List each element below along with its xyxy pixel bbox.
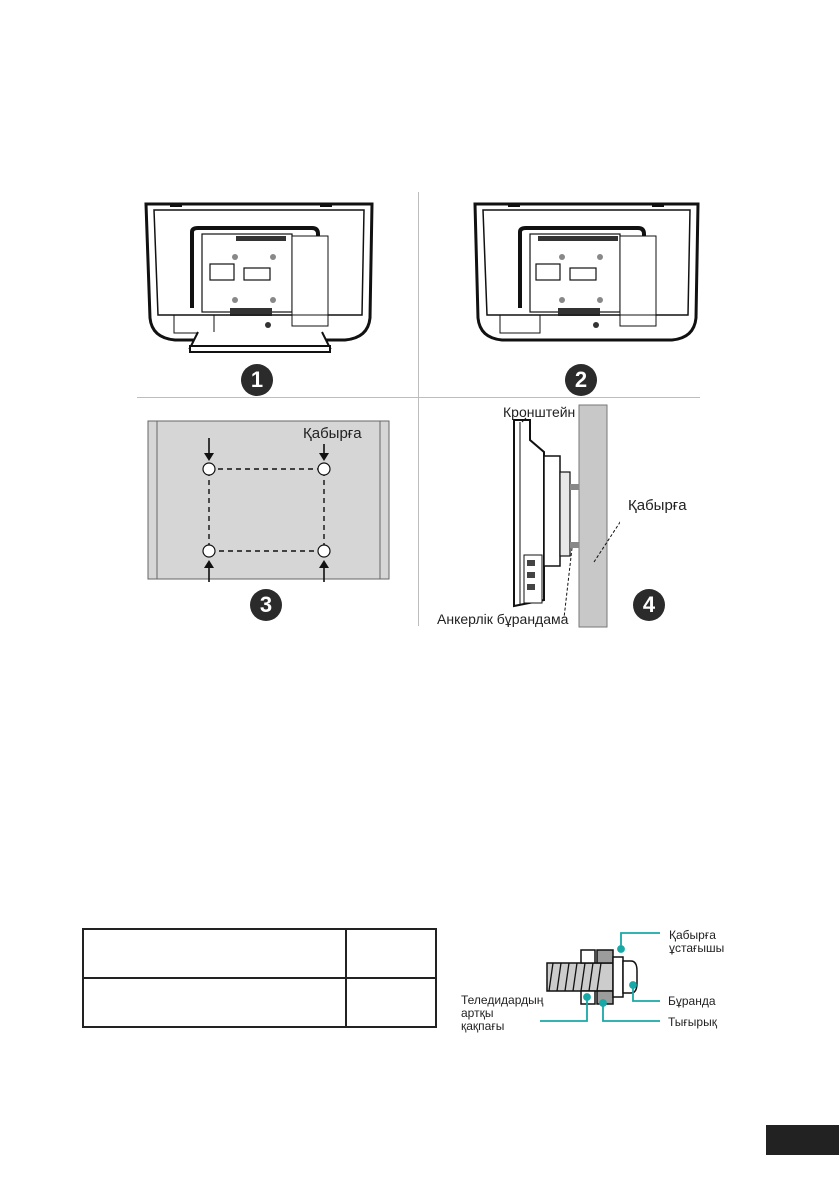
bracket-label: Кронштейн — [503, 404, 576, 420]
table-cell — [82, 977, 347, 1028]
tv-back-no-stand-illustration — [473, 202, 700, 342]
wall-holder-label: Қабырға ұстағышы — [669, 928, 725, 955]
step-badge-2: 2 — [565, 364, 597, 396]
grid-divider-horizontal — [137, 397, 700, 398]
step-badge-1: 1 — [241, 364, 273, 396]
grid-divider-vertical — [418, 192, 419, 626]
tv-back-cover-label: Теледидардың артқы қақпағы — [461, 993, 544, 1033]
spec-table — [82, 928, 437, 1028]
screw-label: Бұранда — [668, 994, 716, 1008]
screw-assembly-illustration — [540, 932, 660, 1022]
table-cell — [82, 928, 347, 979]
page-tab-marker — [766, 1125, 839, 1155]
step-badge-3: 3 — [250, 589, 282, 621]
anchor-screw-label: Анкерлік бұрандама — [437, 611, 569, 627]
tv-back-with-stand-illustration — [144, 202, 374, 353]
wall-label-panel4: Қабырға — [628, 497, 687, 514]
tv-wall-mount-side-view-illustration — [513, 404, 620, 628]
gasket-label: Тығырық — [668, 1015, 717, 1029]
wall-label-panel3: Қабырға — [303, 425, 362, 442]
table-row — [82, 977, 437, 1028]
step-badge-4: 4 — [633, 589, 665, 621]
wall-hole-template-illustration — [147, 420, 390, 582]
table-cell — [345, 928, 437, 979]
table-cell — [345, 977, 437, 1028]
table-row — [82, 928, 437, 979]
